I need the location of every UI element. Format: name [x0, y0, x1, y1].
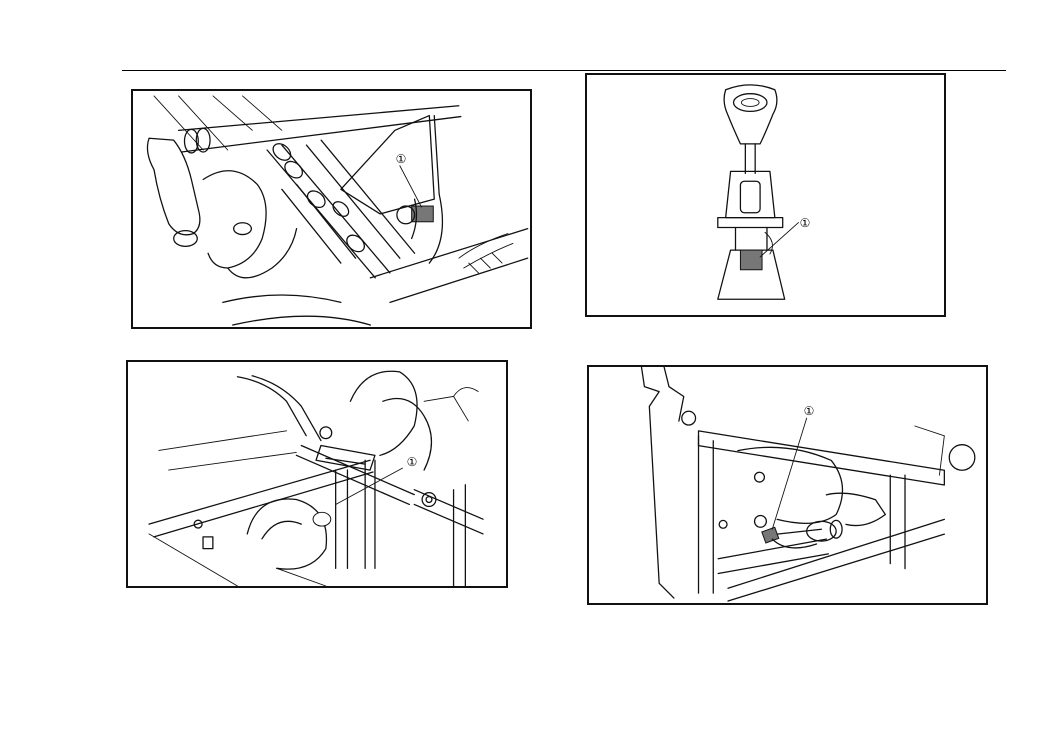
brake-pipes-illustration — [133, 91, 530, 327]
chassis-bracket-illustration — [128, 362, 506, 586]
callout-number: ① — [797, 215, 813, 231]
callout-number: ① — [393, 151, 409, 167]
figure-underbody-valve: ① — [587, 365, 988, 605]
shift-lever-illustration — [587, 75, 944, 315]
figure-chassis-bracket: ① — [126, 360, 508, 588]
figure-brake-pipes: ① — [131, 89, 532, 329]
header-rule — [122, 70, 1006, 71]
callout-number: ① — [404, 454, 420, 470]
figure-shift-lever: ① — [585, 73, 946, 317]
underbody-valve-illustration — [589, 367, 986, 603]
callout-number: ① — [801, 403, 817, 419]
